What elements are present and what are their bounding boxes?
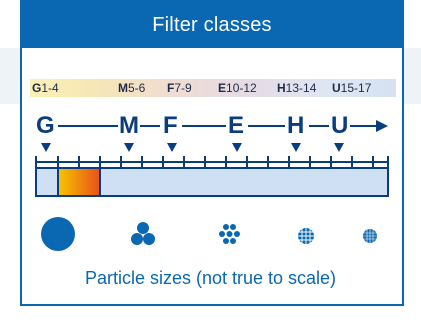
legend-item-m: M5-6 <box>118 81 146 95</box>
scale-letter-f: F <box>163 112 178 139</box>
filter-classes-card: Filter classes G1-4 M5-6 F7-9 E10-12 H13… <box>20 0 404 306</box>
particle-size-caption: Particle sizes (not true to scale) <box>84 268 337 288</box>
highlight-segment <box>57 167 101 197</box>
cluster-particle-icon <box>219 224 240 244</box>
legend-gradient <box>30 79 396 97</box>
marker-u-icon <box>334 143 344 152</box>
large-particle-icon <box>41 217 75 251</box>
marker-f-icon <box>167 143 177 152</box>
arrow-head-icon <box>376 120 388 132</box>
legend-item-e: E10-12 <box>218 81 257 95</box>
legend-item-g: G1-4 <box>32 81 59 95</box>
scale-arrow-line <box>58 120 388 132</box>
triple-particle-icon <box>131 222 155 245</box>
scale-letter-u: U <box>331 112 349 139</box>
marker-m-icon <box>124 143 134 152</box>
legend-item-h: H13-14 <box>277 81 317 95</box>
class-markers <box>41 143 344 152</box>
fine-grid-particle-icon <box>298 228 314 244</box>
marker-g-icon <box>41 143 51 152</box>
marker-e-icon <box>232 143 242 152</box>
card-title: Filter classes <box>152 13 272 36</box>
card-header: Filter classes <box>22 2 402 48</box>
ruler-bar <box>35 156 389 197</box>
legend-item-u: U15-17 <box>332 81 372 95</box>
scale-letter-g: G <box>36 112 55 139</box>
ultrafine-particle-icon <box>363 229 377 243</box>
scale-letter-m: M <box>119 112 139 139</box>
scale-letter-e: E <box>228 112 245 139</box>
legend-item-f: F7-9 <box>167 81 192 95</box>
filter-class-legend: G1-4 M5-6 F7-9 E10-12 H13-14 U15-17 <box>30 79 396 97</box>
scale-letter-h: H <box>287 112 305 139</box>
marker-h-icon <box>291 143 301 152</box>
